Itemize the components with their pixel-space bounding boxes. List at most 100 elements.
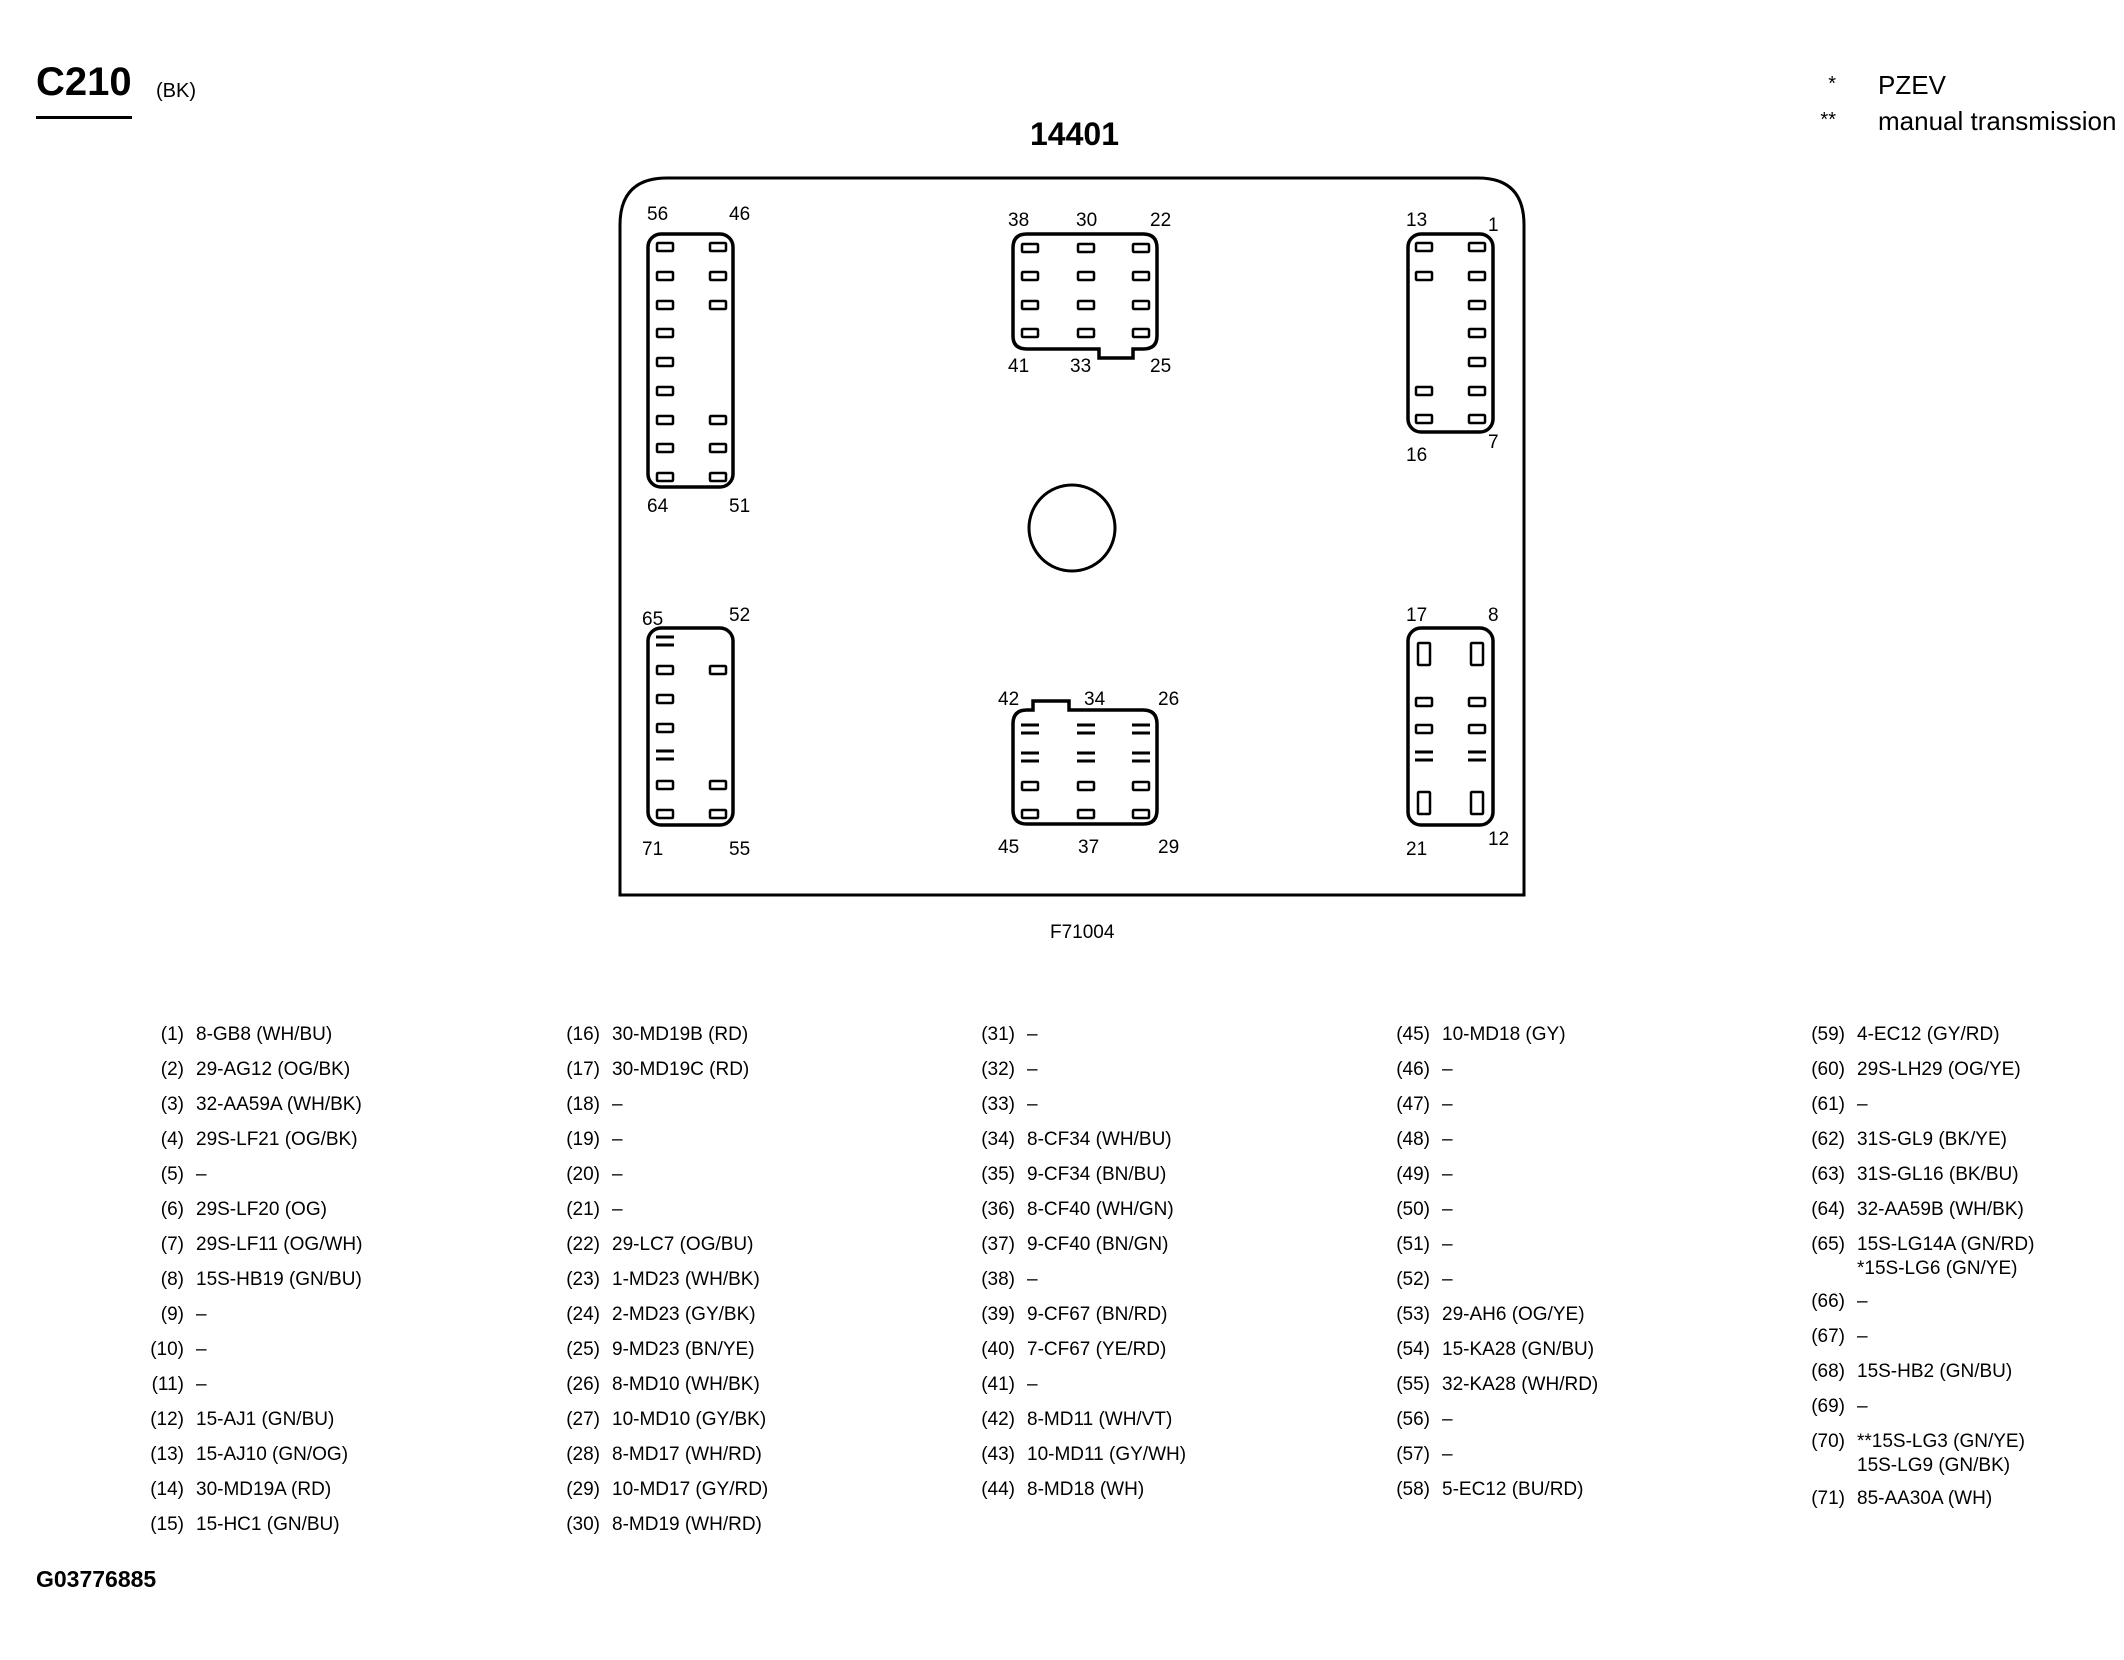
terminal [1414, 696, 1434, 708]
circuit-description: – [1857, 1326, 1868, 1347]
terminal [708, 442, 728, 454]
pin-label: 42 [998, 689, 1019, 710]
pin-column-4: (45)10-MD18 (GY)(46)–(47)–(48)–(49)–(50)… [1386, 1024, 1796, 1514]
circuit-description: 29-AH6 (OG/YE) [1442, 1304, 1585, 1325]
pin-number: (56) [1396, 1409, 1430, 1430]
pin-number: (27) [566, 1409, 600, 1430]
terminal [1020, 808, 1040, 820]
terminal [655, 693, 675, 705]
pin-number: (23) [566, 1269, 600, 1290]
pin-assignment-row: (57)– [1386, 1444, 1796, 1479]
terminal [1131, 270, 1151, 282]
pin-number: (17) [566, 1059, 600, 1080]
circuit-description: – [1027, 1059, 1038, 1080]
pin-assignment-row: (29) 10-MD17 (GY/RD) [556, 1479, 966, 1514]
circuit-description: 5-EC12 (BU/RD) [1442, 1479, 1584, 1500]
pin-number: (41) [981, 1374, 1015, 1395]
pin-assignment-row: (68)15S-HB2 (GN/BU) [1801, 1361, 2124, 1396]
circuit-description: 30-MD19B (RD) [612, 1024, 749, 1045]
pin-number: (40) [981, 1339, 1015, 1360]
pin-number: (42) [981, 1409, 1015, 1430]
terminal [708, 241, 728, 253]
circuit-description: – [196, 1304, 207, 1325]
pin-assignment-row: (36)8-CF40 (WH/GN) [971, 1199, 1381, 1234]
pin-assignment-row: (15)15-HC1 (GN/BU) [140, 1514, 550, 1549]
pin-assignment-row: (50)– [1386, 1199, 1796, 1234]
terminal-large [1416, 790, 1432, 816]
terminal [1467, 299, 1487, 311]
pin-number: (47) [1396, 1094, 1430, 1115]
pin-number: (52) [1396, 1269, 1430, 1290]
circuit-description: – [1027, 1269, 1038, 1290]
pin-assignment-row: (35)9-CF34 (BN/BU) [971, 1164, 1381, 1199]
pin-assignment-row: (1)8-GB8 (WH/BU) [140, 1024, 550, 1059]
pin-assignment-row: (38)– [971, 1269, 1381, 1304]
terminal [1467, 356, 1487, 368]
pin-number: (10) [150, 1339, 184, 1360]
circuit-description: 8-MD19 (WH/RD) [612, 1514, 762, 1535]
pin-assignment-row: (16)30-MD19B (RD) [556, 1024, 966, 1059]
terminal [1414, 385, 1434, 397]
pin-assignment-row: (14)30-MD19A (RD) [140, 1479, 550, 1514]
circuit-description: 15S-HB19 (GN/BU) [196, 1269, 362, 1290]
pin-label: 51 [729, 496, 750, 517]
terminal [1020, 299, 1040, 311]
circuit-description: 8-MD18 (WH) [1027, 1479, 1145, 1500]
pin-assignment-row: (32)– [971, 1059, 1381, 1094]
pin-label: 34 [1084, 689, 1106, 710]
pin-number: (14) [150, 1479, 184, 1500]
cavity-block-top-center [1011, 232, 1159, 360]
terminal [1467, 696, 1487, 708]
circuit-description: 9-CF40 (BN/GN) [1027, 1234, 1169, 1255]
pin-assignment-row: (21)– [556, 1199, 966, 1234]
circuit-description: 29S-LF11 (OG/WH) [196, 1234, 363, 1255]
connector-housing-outline [618, 176, 1526, 897]
pin-number: (60) [1811, 1059, 1845, 1080]
circuit-description: 15-HC1 (GN/BU) [196, 1514, 340, 1535]
pin-number: (8) [160, 1269, 184, 1290]
pin-number: (29) [566, 1479, 600, 1500]
terminal [1131, 780, 1151, 792]
pin-assignment-row: (9)– [140, 1304, 550, 1339]
terminal [1076, 327, 1096, 339]
circuit-description: 9-MD23 (BN/YE) [612, 1339, 755, 1360]
circuit-description: 10-MD17 (GY/RD) [612, 1479, 769, 1500]
blade-terminal [1132, 723, 1150, 735]
circuit-description: 8-MD17 (WH/RD) [612, 1444, 762, 1465]
pin-assignment-row: (52)– [1386, 1269, 1796, 1304]
circuit-description: 29-LC7 (OG/BU) [612, 1234, 754, 1255]
terminal [655, 779, 675, 791]
connector-color: (BK) [156, 80, 196, 102]
circuit-description: – [1442, 1059, 1453, 1080]
pin-number: (21) [566, 1199, 600, 1220]
pin-assignment-row: (56)– [1386, 1409, 1796, 1444]
pin-label: 26 [1158, 689, 1179, 710]
pin-label: 56 [647, 204, 668, 225]
circuit-description: 8-GB8 (WH/BU) [196, 1024, 333, 1045]
pin-number: (32) [981, 1059, 1015, 1080]
pin-number: (31) [981, 1024, 1015, 1045]
circuit-description: 32-KA28 (WH/RD) [1442, 1374, 1599, 1395]
cavity-block-bottom-center [1011, 699, 1159, 826]
note-symbol: ** [1820, 109, 1836, 131]
circuit-description: 9-CF34 (BN/BU) [1027, 1164, 1167, 1185]
terminal [1131, 242, 1151, 254]
pin-number: (33) [981, 1094, 1015, 1115]
pin-label: 71 [642, 839, 663, 860]
terminal [1076, 242, 1096, 254]
circuit-description: – [1442, 1269, 1453, 1290]
terminal [1020, 780, 1040, 792]
terminal [655, 270, 675, 282]
pin-number: (59) [1811, 1024, 1845, 1045]
circuit-description: – [1442, 1234, 1453, 1255]
terminal [1020, 327, 1040, 339]
pin-assignment-row: (41)– [971, 1374, 1381, 1409]
pin-label: 25 [1150, 356, 1171, 377]
pin-column-2: (16)30-MD19B (RD)(17)30-MD19C (RD)(18)–(… [556, 1024, 966, 1549]
pin-column-5: (59)4-EC12 (GY/RD)(60)29S-LH29 (OG/YE)(6… [1801, 1024, 2124, 1523]
circuit-description: 31S-GL9 (BK/YE) [1857, 1129, 2007, 1150]
pin-number: (44) [981, 1479, 1015, 1500]
terminal [655, 241, 675, 253]
circuit-description: 31S-GL16 (BK/BU) [1857, 1164, 2019, 1185]
